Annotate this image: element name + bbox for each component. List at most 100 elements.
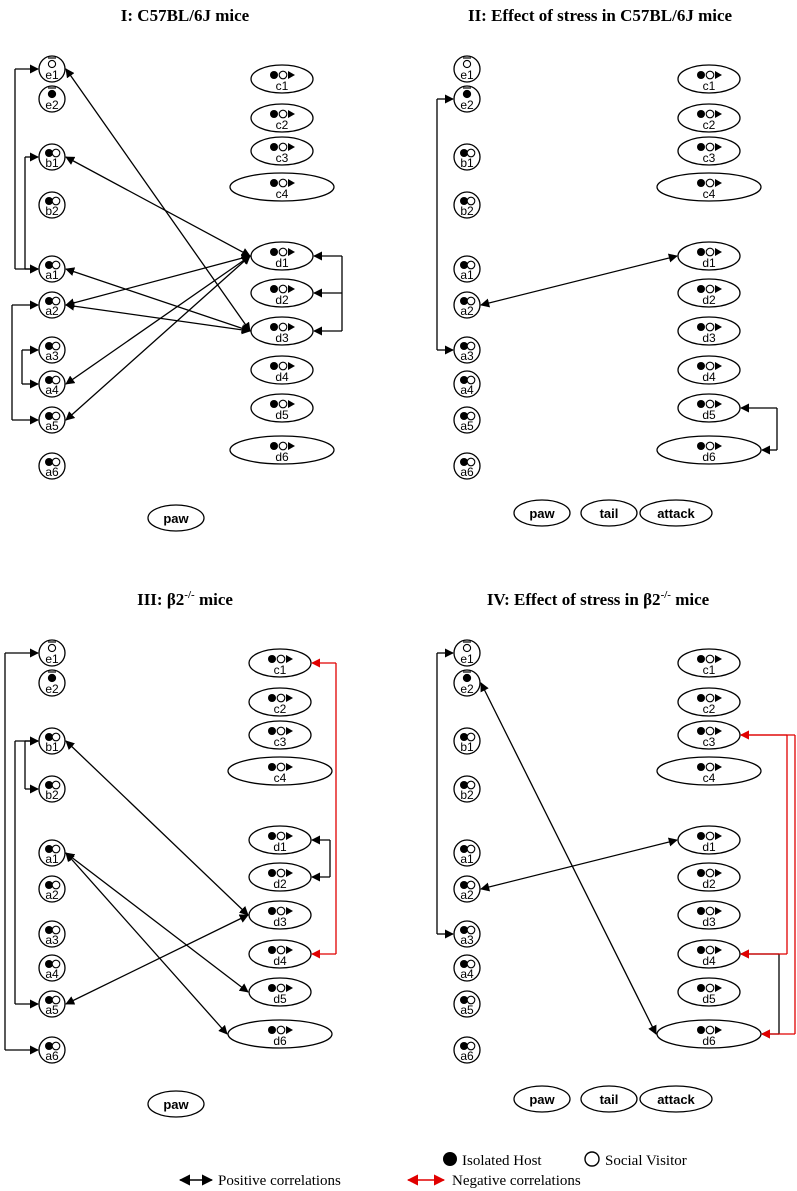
node-d5: d5 xyxy=(677,393,741,423)
panel-title-3: III: β2-/- mice xyxy=(137,589,233,609)
node-e1: e1 xyxy=(453,55,481,83)
node-label: b2 xyxy=(460,788,474,802)
correlation-arrow xyxy=(65,852,228,1035)
correlation-arrow xyxy=(65,156,251,257)
node-label: c3 xyxy=(274,735,287,749)
node-label: d3 xyxy=(275,331,289,345)
node-label: a4 xyxy=(460,967,474,981)
node-label: d2 xyxy=(702,293,716,307)
attack-button-label: attack xyxy=(657,506,695,521)
node-a2: a2 xyxy=(453,291,481,319)
node-d2: d2 xyxy=(677,862,741,892)
node-c4: c4 xyxy=(227,756,333,786)
node-e1: e1 xyxy=(453,639,481,667)
node-label: a6 xyxy=(460,1049,474,1063)
node-label: b2 xyxy=(45,204,59,218)
node-label: d2 xyxy=(702,877,716,891)
legend-positive: Positive correlations xyxy=(218,1173,341,1189)
node-label: a1 xyxy=(45,268,59,282)
node-a1: a1 xyxy=(453,839,481,867)
node-label: c2 xyxy=(276,118,289,132)
node-label: b1 xyxy=(45,156,59,170)
node-c1: c1 xyxy=(250,64,314,94)
node-d3: d3 xyxy=(250,316,314,346)
node-b1: b1 xyxy=(38,143,66,171)
node-d2: d2 xyxy=(250,278,314,308)
node-e2: e2 xyxy=(38,669,66,697)
node-label: d5 xyxy=(702,408,716,422)
node-d6: d6 xyxy=(227,1019,333,1049)
node-d3: d3 xyxy=(677,900,741,930)
isolated-host-icon xyxy=(443,1152,457,1166)
node-b2: b2 xyxy=(38,775,66,803)
paw-button-label: paw xyxy=(163,1097,189,1112)
node-a5: a5 xyxy=(38,990,66,1018)
tail-button-label: tail xyxy=(600,1092,619,1107)
node-a4: a4 xyxy=(453,370,481,398)
node-a6: a6 xyxy=(453,1036,481,1064)
correlation-arrow xyxy=(65,301,251,335)
node-a1: a1 xyxy=(453,255,481,283)
node-d6: d6 xyxy=(229,435,335,465)
node-label: a2 xyxy=(460,304,474,318)
node-label: a6 xyxy=(45,1049,59,1063)
node-label: d5 xyxy=(273,992,287,1006)
node-label: d1 xyxy=(702,256,716,270)
panel-title-2: II: Effect of stress in C57BL/6J mice xyxy=(468,6,733,25)
node-a3: a3 xyxy=(453,336,481,364)
node-c2: c2 xyxy=(677,687,741,717)
node-label: b1 xyxy=(45,740,59,754)
attack-button: attack xyxy=(639,499,713,527)
node-d4: d4 xyxy=(250,355,314,385)
node-label: a3 xyxy=(460,933,474,947)
node-c3: c3 xyxy=(677,136,741,166)
paw-button: paw xyxy=(513,499,571,527)
node-e1: e1 xyxy=(38,639,66,667)
legend-isolated-host: Isolated Host xyxy=(462,1153,542,1169)
node-d5: d5 xyxy=(248,977,312,1007)
node-a4: a4 xyxy=(38,954,66,982)
node-b1: b1 xyxy=(453,143,481,171)
node-label: c3 xyxy=(703,151,716,165)
correlation-arrow xyxy=(65,852,249,993)
node-a4: a4 xyxy=(38,370,66,398)
node-label: a2 xyxy=(460,888,474,902)
node-e2: e2 xyxy=(453,669,481,697)
node-label: e2 xyxy=(460,98,474,112)
node-label: d4 xyxy=(275,370,289,384)
paw-button: paw xyxy=(147,504,205,532)
node-label: a5 xyxy=(45,1003,59,1017)
node-label: c1 xyxy=(274,663,287,677)
correlation-arrow xyxy=(480,682,657,1035)
node-a6: a6 xyxy=(38,1036,66,1064)
paw-button-label: paw xyxy=(529,506,555,521)
node-a5: a5 xyxy=(453,990,481,1018)
node-label: a4 xyxy=(45,967,59,981)
node-label: d1 xyxy=(275,256,289,270)
node-d4: d4 xyxy=(677,355,741,385)
node-label: c1 xyxy=(276,79,289,93)
paw-button-label: paw xyxy=(529,1092,555,1107)
legend: Isolated Host Social Visitor Positive co… xyxy=(178,1151,687,1189)
node-label: d1 xyxy=(273,840,287,854)
node-label: d5 xyxy=(702,992,716,1006)
node-label: b2 xyxy=(460,204,474,218)
node-a2: a2 xyxy=(38,875,66,903)
node-c1: c1 xyxy=(677,648,741,678)
correlation-arrow xyxy=(480,837,678,892)
node-label: c1 xyxy=(703,79,716,93)
node-b1: b1 xyxy=(453,727,481,755)
node-b2: b2 xyxy=(453,775,481,803)
node-label: b2 xyxy=(45,788,59,802)
node-b2: b2 xyxy=(38,191,66,219)
node-label: d6 xyxy=(702,1034,716,1048)
attack-button: attack xyxy=(639,1085,713,1113)
node-label: a1 xyxy=(45,852,59,866)
paw-button: paw xyxy=(147,1090,205,1118)
node-label: c2 xyxy=(703,118,716,132)
tail-button-label: tail xyxy=(600,506,619,521)
node-c4: c4 xyxy=(656,756,762,786)
node-a6: a6 xyxy=(38,452,66,480)
tail-button: tail xyxy=(580,1085,638,1113)
